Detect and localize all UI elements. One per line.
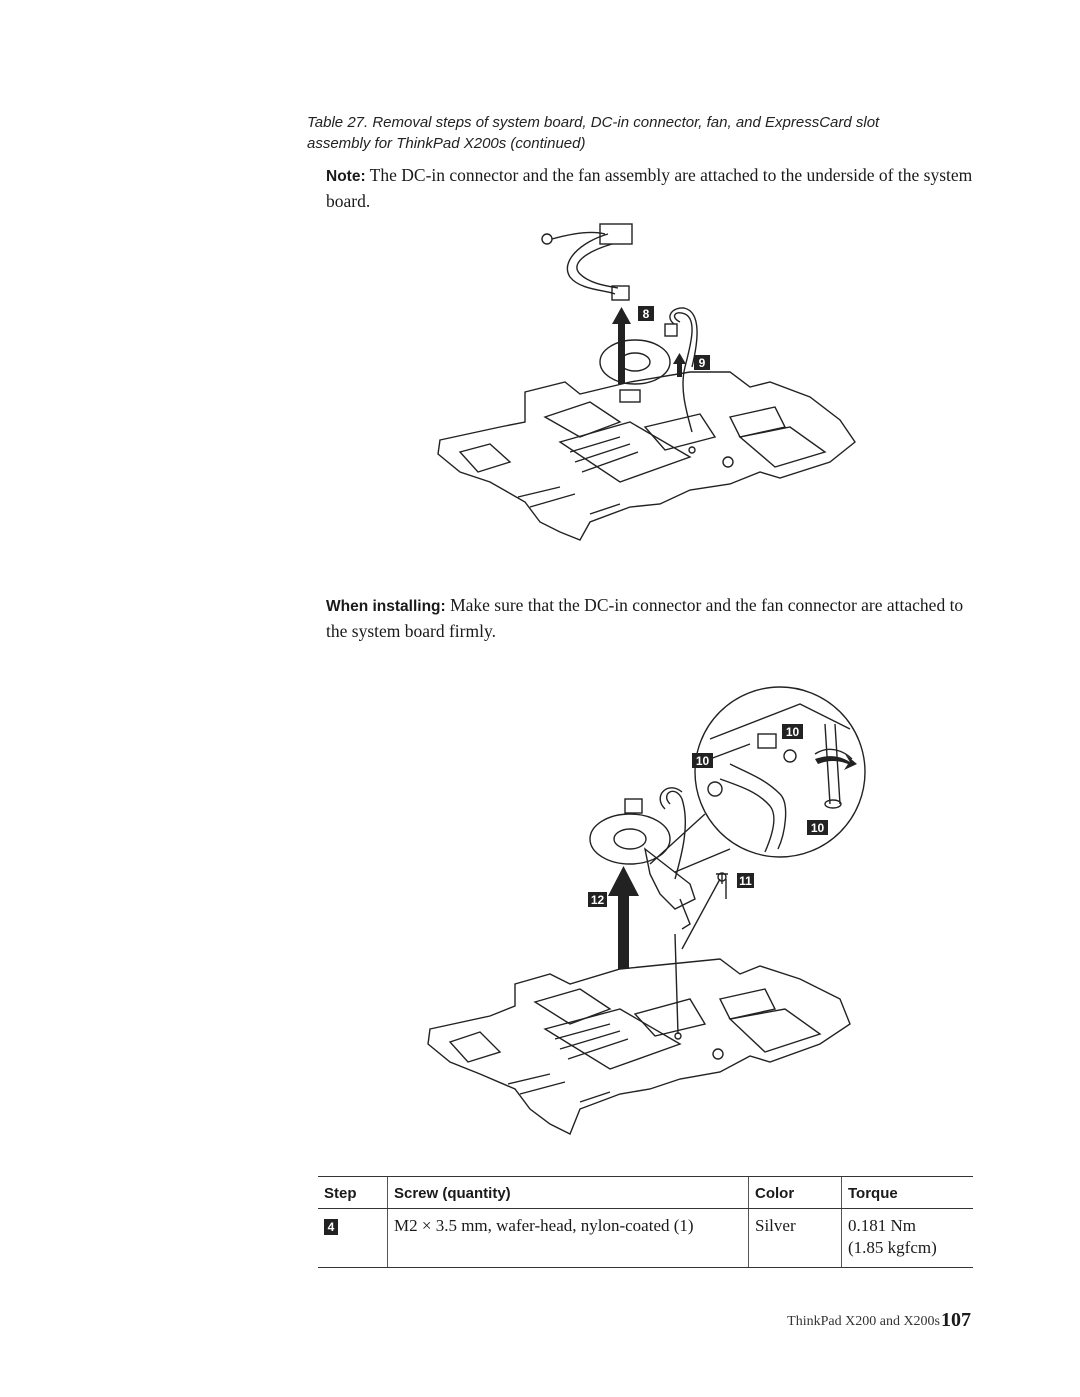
callout-8: 8: [643, 307, 650, 321]
table-header-row: Step Screw (quantity) Color Torque: [318, 1176, 973, 1209]
note-paragraph: Note: The DC-in connector and the fan as…: [326, 163, 976, 213]
installing-text: Make sure that the DC-in connector and t…: [326, 595, 964, 641]
figure-dcin-fan-removal: 8 9: [437, 223, 856, 541]
cell-screw: M2 × 3.5 mm, wafer-head, nylon-coated (1…: [387, 1208, 749, 1268]
callout-9: 9: [699, 356, 706, 370]
caption-line-2: assembly for ThinkPad X200s (continued): [307, 135, 586, 152]
callout-10-top: 10: [786, 725, 800, 739]
table-caption: Table 27. Removal steps of system board,…: [307, 112, 987, 154]
callout-12: 12: [591, 893, 605, 907]
header-color: Color: [748, 1176, 842, 1209]
header-screw: Screw (quantity): [387, 1176, 749, 1209]
table-row: 4 M2 × 3.5 mm, wafer-head, nylon-coated …: [318, 1208, 973, 1268]
callout-10-bottom: 10: [811, 821, 825, 835]
caption-line-1: Table 27. Removal steps of system board,…: [307, 114, 880, 131]
footer-title: ThinkPad X200 and X200s: [787, 1314, 940, 1329]
page-number: 107: [941, 1309, 971, 1331]
figure-fan-assembly-removal: 10 10 10 11 12: [427, 686, 866, 1135]
screw-table: Step Screw (quantity) Color Torque 4 M2 …: [318, 1176, 973, 1268]
torque-nm: 0.181 Nm: [848, 1216, 916, 1235]
installing-label: When installing:: [326, 598, 446, 615]
torque-kgfcm: (1.85 kgfcm): [848, 1238, 937, 1257]
cell-step: 4: [318, 1208, 388, 1268]
cell-color: Silver: [748, 1208, 842, 1268]
header-torque: Torque: [841, 1176, 973, 1209]
note-text: The DC-in connector and the fan assembly…: [326, 165, 973, 211]
installing-paragraph: When installing: Make sure that the DC-i…: [326, 593, 976, 643]
cell-torque: 0.181 Nm (1.85 kgfcm): [841, 1208, 973, 1268]
step-badge: 4: [324, 1219, 338, 1235]
callout-11: 11: [739, 874, 752, 888]
header-step: Step: [318, 1176, 388, 1209]
note-label: Note:: [326, 168, 366, 185]
callout-10-left: 10: [696, 754, 710, 768]
